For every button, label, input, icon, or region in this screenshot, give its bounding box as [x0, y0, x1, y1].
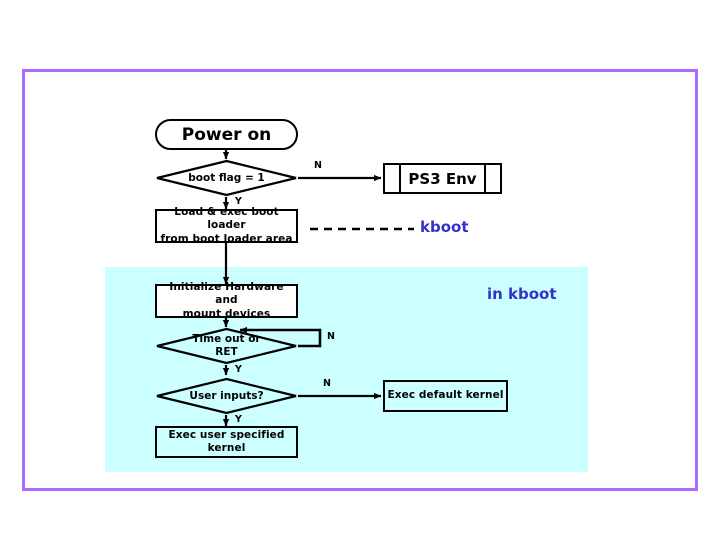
branch-label-timeout-no: N: [327, 331, 335, 342]
node-initialize-hardware-line1: Initialize Hardware and: [169, 281, 284, 307]
branch-label-user-inputs-no: N: [323, 378, 331, 389]
node-load-exec-boot-loader[interactable]: Load & exec boot loader from boot loader…: [155, 206, 298, 245]
slide-border-frame: [22, 69, 698, 491]
node-load-exec-line1: Load & exec boot loader: [174, 206, 279, 232]
boot-flag-diamond-shape: [156, 159, 297, 197]
node-ps3-env-label: PS3 Env: [408, 169, 477, 188]
node-load-exec-line2: from boot loader area: [160, 232, 293, 245]
node-initialize-hardware-line2: mount devices: [182, 307, 271, 320]
node-boot-flag-decision[interactable]: boot flag = 1: [155, 159, 298, 197]
branch-label-timeout-yes: Y: [235, 364, 242, 375]
node-user-inputs-decision[interactable]: User inputs?: [155, 377, 298, 415]
annotation-in-kboot: in kboot: [487, 285, 557, 303]
node-timeout-or-ret-decision[interactable]: Time out or RET: [155, 327, 298, 365]
node-initialize-hardware[interactable]: Initialize Hardware and mount devices: [155, 281, 298, 320]
node-exec-default-kernel[interactable]: Exec default kernel: [383, 380, 508, 412]
node-power-on[interactable]: Power on: [155, 119, 298, 150]
timeout-diamond-shape: [156, 327, 297, 365]
node-exec-default-kernel-label: Exec default kernel: [387, 389, 504, 402]
node-ps3-env[interactable]: PS3 Env: [383, 163, 502, 194]
branch-label-boot-flag-yes: Y: [235, 196, 242, 207]
annotation-kboot: kboot: [420, 218, 469, 236]
node-exec-user-specified-kernel-label: Exec user specified kernel: [168, 428, 285, 454]
user-inputs-diamond-shape: [156, 377, 297, 415]
branch-label-boot-flag-no: N: [314, 160, 322, 171]
branch-label-user-inputs-yes: Y: [235, 414, 242, 425]
node-power-on-label: Power on: [181, 124, 272, 145]
node-exec-user-specified-kernel[interactable]: Exec user specified kernel: [155, 426, 298, 458]
